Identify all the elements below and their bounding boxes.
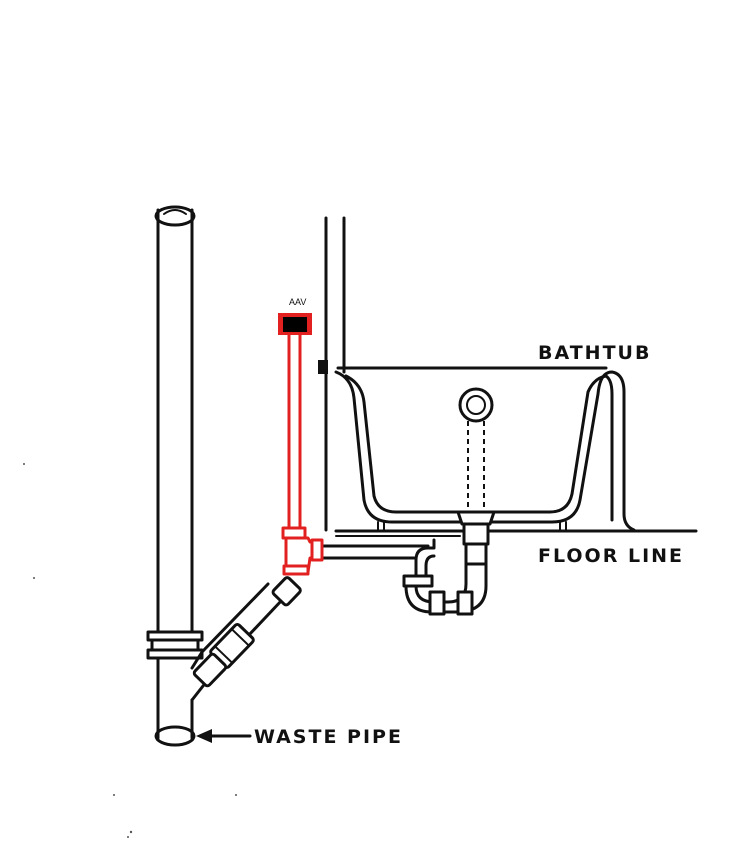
waste-pipe-arrow	[196, 729, 252, 743]
floor-line	[334, 529, 698, 537]
vent-pipe	[281, 335, 324, 576]
wye-branch	[190, 576, 302, 702]
bathtub-label: BATHTUB	[538, 342, 651, 364]
waste-pipe-label: WASTE PIPE	[254, 726, 403, 748]
aav-label: AAV	[289, 297, 306, 307]
wall	[318, 216, 346, 532]
floor-line-label: FLOOR LINE	[538, 545, 684, 567]
scan-specks	[23, 463, 237, 838]
waste-stack	[146, 205, 204, 747]
overflow-drain	[456, 387, 496, 566]
p-trap	[320, 538, 488, 616]
aav-valve	[278, 313, 312, 335]
